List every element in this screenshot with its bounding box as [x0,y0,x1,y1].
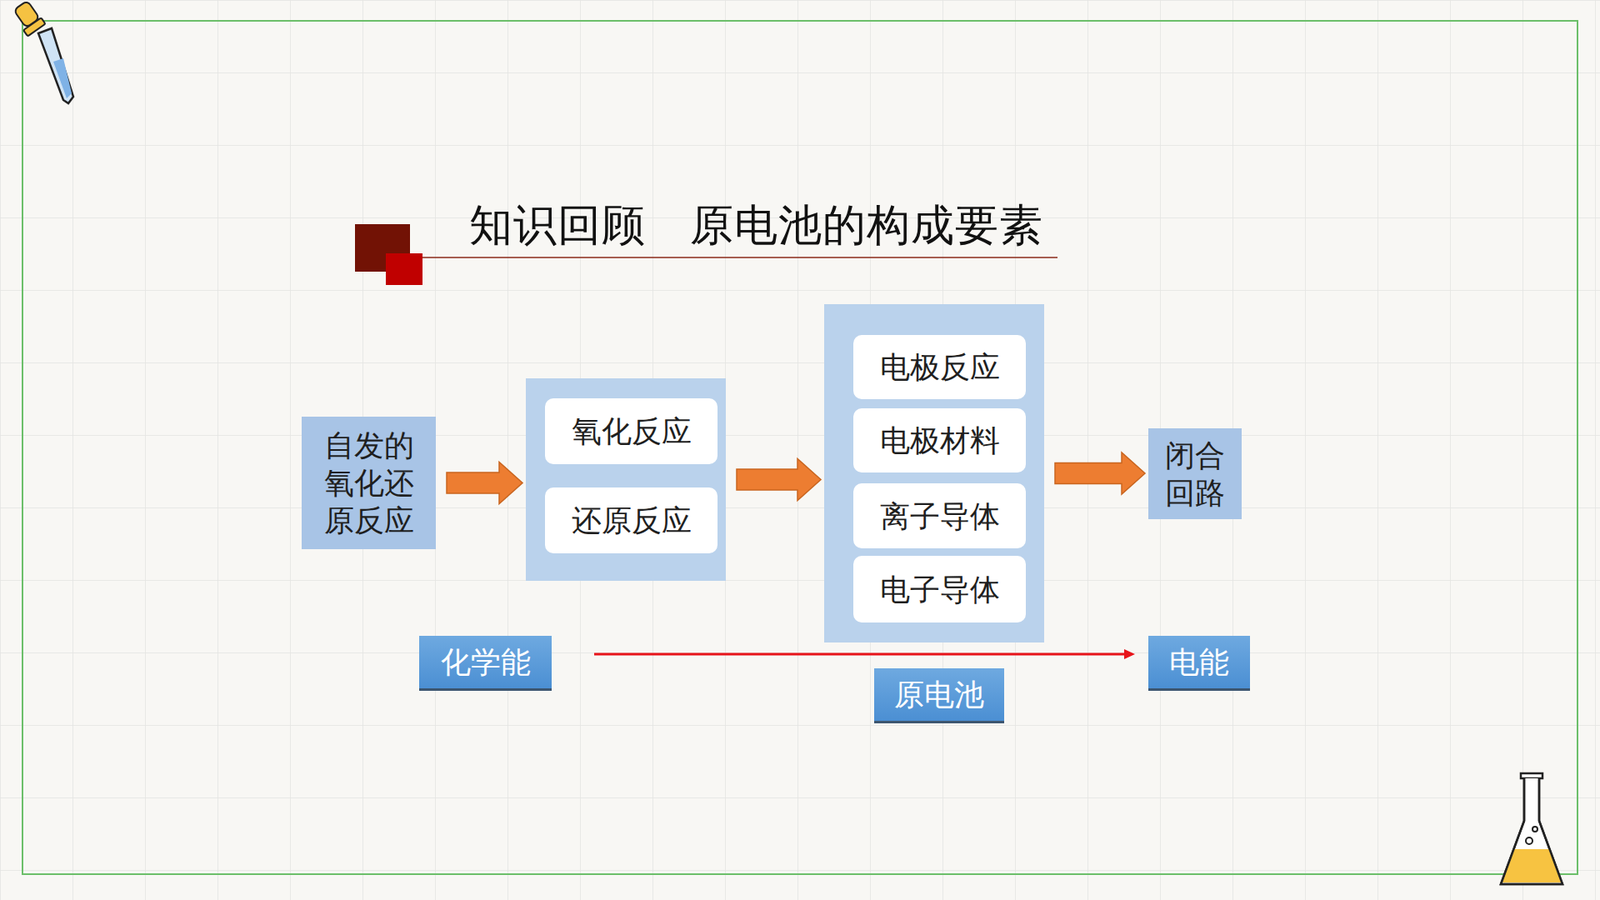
energy-arrow [594,649,1135,660]
node-text: 化学能 [440,643,531,681]
node-text: 氧化反应 [571,412,692,450]
node-text: 自发的氧化还原反应 [322,426,416,540]
slide-title: 知识回顾 原电池的构成要素 [469,196,1044,255]
frame-border [22,20,1578,875]
energy-label-box: 电能 [1148,635,1250,691]
group-panel: 氧化反应还原反应 [525,378,726,581]
group-panel: 电极反应电极材料离子导体电子导体 [824,304,1045,643]
node-text: 电极材料 [880,421,1000,460]
device-label-box: 原电池 [874,668,1005,724]
flask-icon [1500,773,1563,885]
title-square [385,253,423,285]
node-text: 电能 [1169,643,1230,681]
dropper-icon [13,0,74,104]
block-arrow [1055,452,1145,495]
process-box: 电子导体 [853,555,1026,623]
block-arrow [736,459,821,501]
process-box: 还原反应 [545,487,718,554]
block-arrow [446,462,523,505]
process-box: 电极材料 [853,408,1026,473]
energy-label-box: 化学能 [419,635,552,691]
node-text: 离子导体 [880,497,1000,535]
node-text: 原电池 [894,675,985,714]
process-box: 氧化反应 [545,398,718,465]
process-box: 离子导体 [853,483,1026,549]
process-box: 电极反应 [853,335,1026,400]
node-text: 电极反应 [880,348,1000,386]
reactant-box: 自发的氧化还原反应 [301,416,436,550]
node-text: 闭合回路 [1163,436,1227,512]
result-box: 闭合回路 [1148,428,1242,520]
node-text: 还原反应 [571,501,692,540]
node-text: 电子导体 [880,570,1000,609]
title-underline [422,256,1058,259]
